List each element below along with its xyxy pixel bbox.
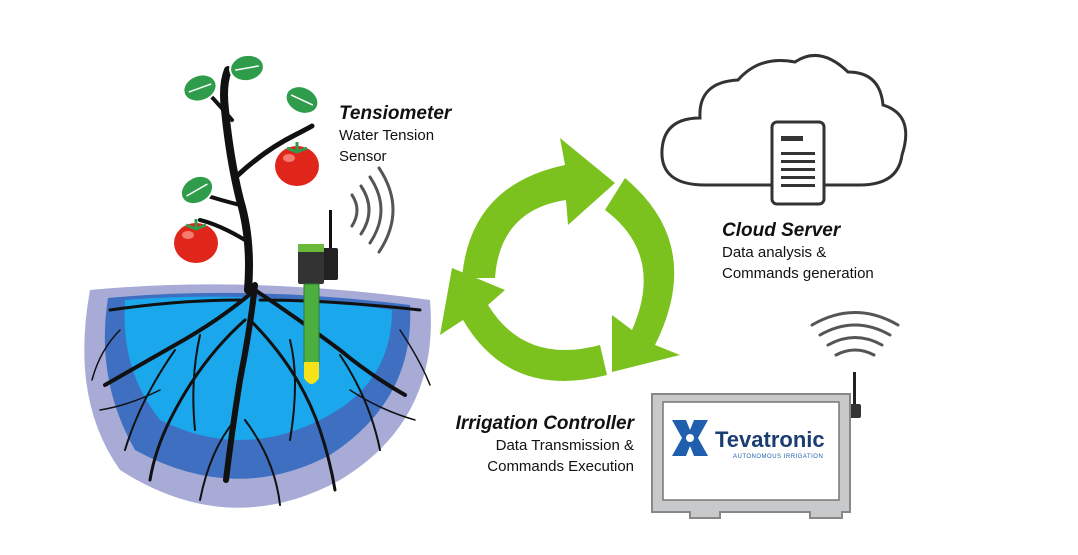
cloud-server-desc-line2: Commands generation	[722, 265, 874, 282]
arrow-bottom-left	[440, 268, 607, 381]
irrigation-controller-desc-line2: Commands Execution	[487, 458, 634, 475]
cloud-server-desc-line1: Data analysis &	[722, 244, 827, 261]
irrigation-controller-desc-line1: Data Transmission &	[495, 437, 634, 454]
soil-moisture-zone	[84, 284, 431, 508]
controller-antenna	[848, 372, 861, 418]
tensiometer-label: Tensiometer Water Tension Sensor	[339, 103, 451, 167]
server-icon	[770, 120, 826, 206]
irrigation-controller-label: Irrigation Controller Data Transmission …	[456, 413, 634, 477]
tensiometer-desc-line1: Water Tension	[339, 127, 435, 144]
plant-leaves	[179, 53, 320, 206]
wireless-signal-icon	[810, 311, 900, 357]
irrigation-controller-title: Irrigation Controller	[455, 413, 634, 434]
leaf	[179, 174, 215, 206]
cloud-server-label: Cloud Server Data analysis & Commands ge…	[722, 220, 874, 284]
brand-tagline: AUTONOMOUS IRRIGATION	[733, 454, 823, 460]
tomato	[174, 219, 218, 263]
brand-name: Tevatronic	[715, 427, 825, 452]
wireless-signal-icon	[350, 166, 395, 254]
arrow-right-bottom	[605, 178, 680, 372]
arrow-top-right	[462, 138, 615, 278]
tomato	[275, 142, 319, 186]
cycle-arrows	[440, 138, 680, 381]
tensiometer-desc-line2: Sensor	[339, 148, 387, 165]
cloud-server-title: Cloud Server	[722, 220, 841, 241]
tomatoes	[174, 142, 319, 263]
leaf	[284, 85, 320, 115]
cloud-icon	[660, 54, 908, 187]
tevatronic-logo	[672, 420, 708, 456]
leaf	[229, 53, 265, 83]
tensiometer-title: Tensiometer	[339, 103, 452, 124]
leaf	[182, 73, 218, 103]
plant-roots	[91, 282, 431, 506]
tensiometer-sensor	[298, 210, 338, 384]
